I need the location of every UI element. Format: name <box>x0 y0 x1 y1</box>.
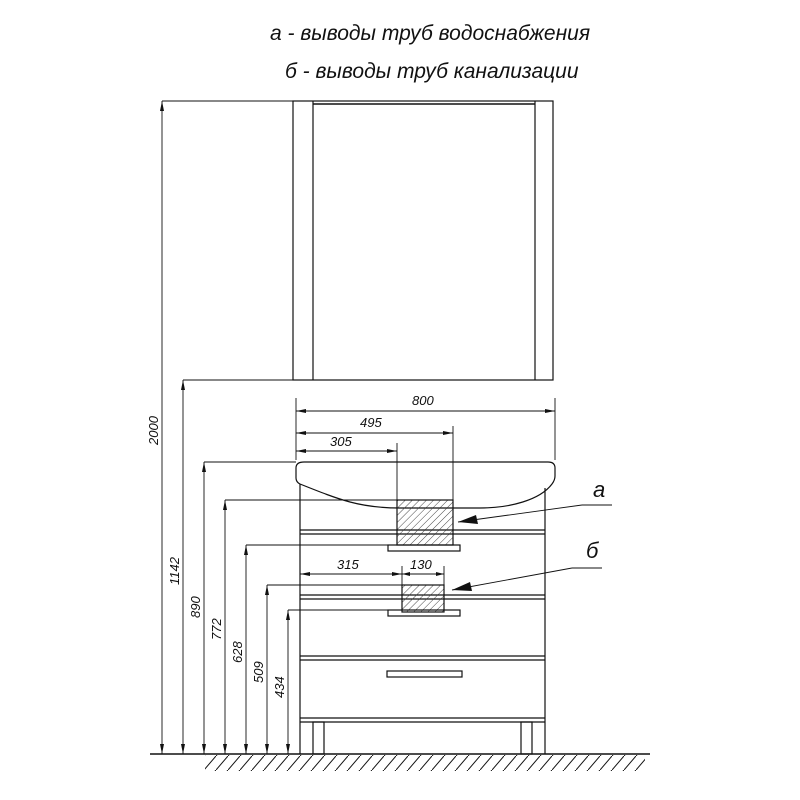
dimension-height-1142: 1142 <box>167 379 293 754</box>
dimension-label-509: 509 <box>251 661 266 683</box>
sewage-outlet-zone <box>387 584 461 617</box>
dimension-width-305: 305 <box>296 434 398 500</box>
dimension-label-495: 495 <box>360 415 382 430</box>
mirror-cabinet <box>292 100 554 381</box>
cabinet-legs <box>312 721 533 755</box>
dimension-height-2000: 2000 <box>146 100 293 754</box>
dimension-label-772: 772 <box>209 618 224 640</box>
dimension-label-315: 315 <box>337 557 359 572</box>
dimension-label-628: 628 <box>230 641 245 663</box>
callout-label-a: а <box>593 477 605 502</box>
dimension-label-305: 305 <box>330 434 352 449</box>
callout-a: а <box>457 477 612 524</box>
legend-sewage: б - выводы труб канализации <box>285 60 579 83</box>
dimension-height-509: 509 <box>251 584 402 754</box>
dimension-label-2000: 2000 <box>146 415 161 446</box>
callout-b: б <box>451 538 602 591</box>
dimension-label-130: 130 <box>410 557 432 572</box>
dimension-width-800: 800 <box>295 393 556 460</box>
floor-line <box>150 753 650 771</box>
dimension-width-130: 130 <box>402 557 445 585</box>
dimension-height-890: 890 <box>188 461 296 754</box>
legend-water-supply: а - выводы труб водоснабжения <box>270 22 590 45</box>
sink-top <box>295 461 556 754</box>
dimension-label-434: 434 <box>272 676 287 698</box>
dimension-height-772: 772 <box>209 499 397 754</box>
drawer-handle <box>386 670 463 678</box>
dimension-width-315: 315 <box>300 557 403 585</box>
dimension-label-800: 800 <box>412 393 434 408</box>
dimension-label-890: 890 <box>188 596 203 618</box>
dimension-label-1142: 1142 <box>167 556 182 585</box>
dimension-width-495: 495 <box>296 415 454 500</box>
callout-label-b: б <box>586 538 600 563</box>
dimension-height-434: 434 <box>272 609 388 754</box>
water-supply-outlet-zone <box>387 499 461 552</box>
dimension-height-628: 628 <box>230 544 388 754</box>
